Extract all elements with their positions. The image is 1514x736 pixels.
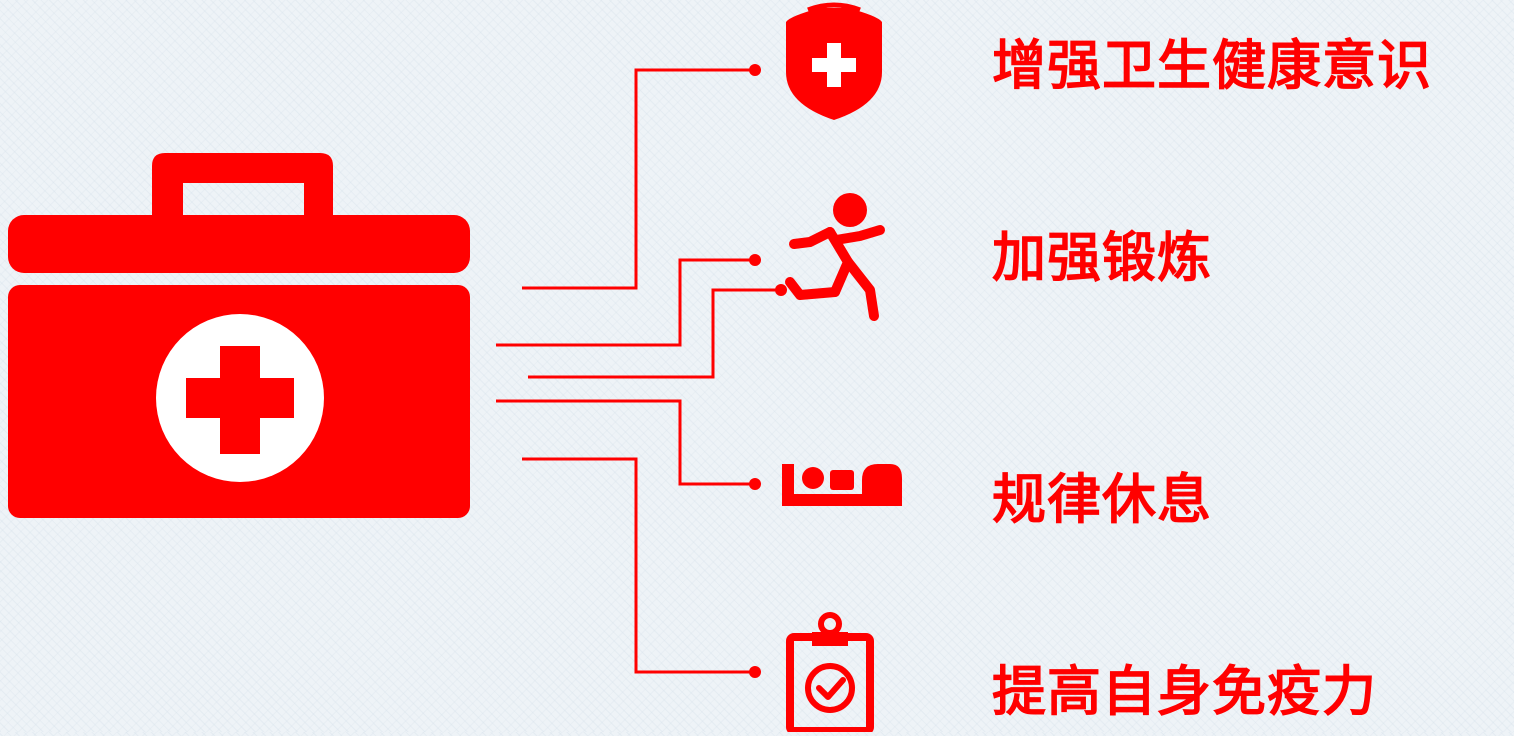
bed-icon	[782, 464, 902, 506]
item-label-hygiene: 增强卫生健康意识	[992, 33, 1432, 97]
connector-dots	[749, 64, 787, 678]
clipboard-check-icon	[786, 612, 874, 735]
connector-line-4	[496, 399, 752, 486]
running-person-icon	[785, 193, 885, 321]
connector-line-3	[528, 288, 778, 379]
first-aid-kit-icon	[8, 153, 470, 518]
connector-line-1	[522, 68, 752, 290]
shield-plus-icon	[786, 2, 882, 120]
item-label-immunity: 提高自身免疫力	[992, 659, 1377, 723]
item-label-rest: 规律休息	[992, 467, 1212, 531]
connector-line-2	[496, 258, 752, 347]
item-label-exercise: 加强锻炼	[992, 225, 1212, 289]
connector-lines	[496, 68, 778, 674]
connector-line-5	[522, 457, 752, 674]
